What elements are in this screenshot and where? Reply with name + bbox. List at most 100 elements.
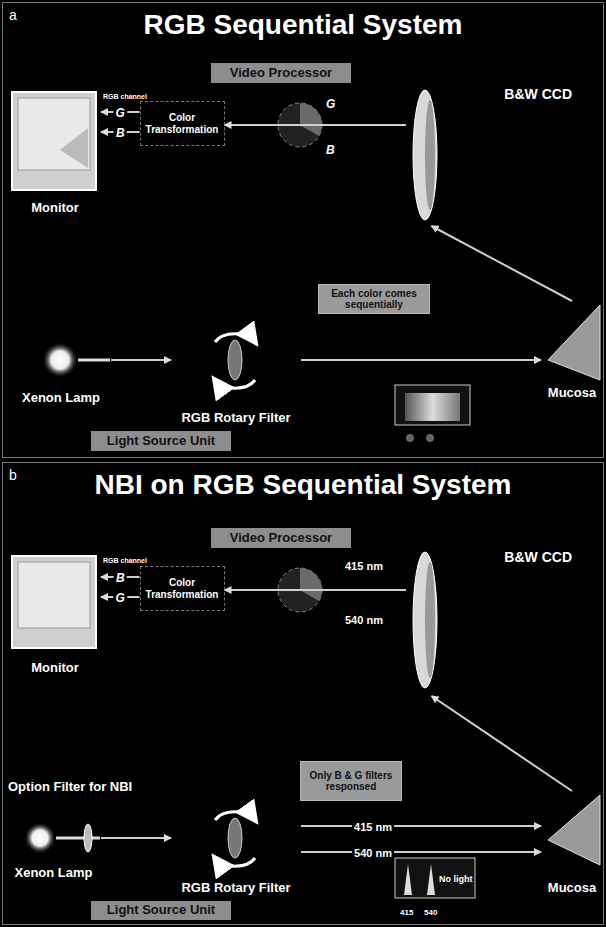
component: Monitor xyxy=(9,89,101,216)
xenon-lamp xyxy=(42,342,78,378)
panel-title: NBI on RGB Sequential System xyxy=(95,469,512,500)
xenon-lamp xyxy=(24,822,56,854)
rotation-arrow xyxy=(215,858,255,866)
wavelength-label: 540 nm xyxy=(345,614,383,626)
component-label: RGB Rotary Filter xyxy=(181,411,290,426)
component-label: Each color comes sequentially xyxy=(323,288,425,311)
spectrum-peak xyxy=(427,864,435,895)
diagram-panel: b NBI on RGB Sequential SystemVideo Proce… xyxy=(2,462,604,925)
connector xyxy=(301,825,541,827)
component-label: Xenon Lamp xyxy=(22,391,100,406)
wavelength-label-wrap: 415 nm xyxy=(345,556,383,574)
filter-label-wrap: Option Filter for NBI xyxy=(8,777,132,795)
panel-title: RGB Sequential System xyxy=(144,9,463,40)
wavelength-tick-wrap: 540 xyxy=(424,901,437,919)
channel-label-wrap: RGB channel xyxy=(103,85,147,103)
indicator-dot xyxy=(426,434,434,442)
section-label: Video Processor xyxy=(230,531,332,546)
process-box: Color Transformation xyxy=(140,566,225,611)
component: Mucosa xyxy=(541,791,603,896)
sensor-component: B&W CCD xyxy=(406,549,576,696)
channel-label-wrap: RGB channel xyxy=(103,549,147,567)
lamp-beam xyxy=(56,837,100,840)
component-label: Color Transformation xyxy=(145,112,220,135)
wavelength-label: 415 nm xyxy=(345,560,383,572)
connector xyxy=(432,226,573,301)
connector xyxy=(101,837,171,839)
process-box: Only B & G filters responsed xyxy=(300,761,402,801)
component: Xenon Lamp xyxy=(11,341,111,406)
component-label: Only B & G filters responsed xyxy=(305,770,397,793)
component-label: Mucosa xyxy=(548,386,596,401)
connector-label: G xyxy=(116,591,125,605)
panel-letter-wrap: a xyxy=(9,6,17,24)
monitor-screen xyxy=(12,556,96,648)
section-band: Video Processor xyxy=(211,528,351,548)
spectrum-peak xyxy=(404,864,412,895)
process-box: Each color comes sequentially xyxy=(318,284,430,314)
rotary-filter xyxy=(228,818,242,858)
channel-label: RGB channel xyxy=(103,93,147,100)
panel-title-wrap: RGB Sequential System xyxy=(3,9,603,41)
spectrum-note-wrap: No light xyxy=(439,868,473,886)
connector xyxy=(301,359,541,361)
connector xyxy=(225,124,407,126)
section-label: Light Source Unit xyxy=(107,903,215,918)
connector-label-wrap: 415 nm xyxy=(352,817,394,835)
connector-label-wrap: 540 nm xyxy=(352,843,394,861)
component-label: Mucosa xyxy=(548,881,596,896)
component: Xenon Lamp xyxy=(6,816,101,881)
mucosa-tissue xyxy=(548,795,600,865)
ccd-sensor xyxy=(413,552,437,688)
connector xyxy=(432,696,573,791)
panel-letter: a xyxy=(9,7,17,23)
section-label: Light Source Unit xyxy=(107,434,215,449)
wheel-segment xyxy=(300,103,322,136)
wavelength-tick-wrap: 415 xyxy=(400,901,413,919)
spectrum-inset xyxy=(395,385,470,425)
component-label: Color Transformation xyxy=(145,577,220,600)
section-band: Video Processor xyxy=(211,63,351,83)
monitor-screen xyxy=(12,92,96,190)
filter-label: Option Filter for NBI xyxy=(8,779,132,794)
wavelength-tick: 415 xyxy=(400,908,413,917)
section-band: Light Source Unit xyxy=(91,431,231,451)
indicator-dot xyxy=(406,434,414,442)
rotation-arrow xyxy=(215,334,255,342)
ccd-sensor xyxy=(413,90,437,220)
sensor-component: B&W CCD xyxy=(406,86,576,226)
connector-label: B xyxy=(116,126,125,140)
component: Monitor xyxy=(9,553,101,676)
spectrum-band xyxy=(405,393,460,421)
color-letter-wrap: G xyxy=(326,94,335,112)
connector-label-wrap: G xyxy=(114,588,127,606)
component-label: Monitor xyxy=(31,201,79,216)
component-label: Xenon Lamp xyxy=(14,866,92,881)
nbi-option-filter xyxy=(84,824,92,852)
connector xyxy=(111,359,171,361)
color-letter: B xyxy=(326,143,335,157)
process-box: Color Transformation xyxy=(140,101,225,146)
rotation-arrow xyxy=(215,380,255,388)
connector-label-wrap: G xyxy=(114,103,127,121)
ccd-face xyxy=(425,562,435,678)
component-label: Monitor xyxy=(31,661,79,676)
lamp-beam xyxy=(78,359,110,362)
spectrum-note: No light xyxy=(439,874,473,884)
monitor-display xyxy=(18,98,90,170)
connector xyxy=(301,851,541,853)
diagram-panel: a RGB Sequential SystemVideo ProcessorMon… xyxy=(2,2,604,458)
component-label: B&W CCD xyxy=(504,549,572,565)
wheel-segment xyxy=(300,568,322,601)
panel-letter-wrap: b xyxy=(9,466,17,484)
wavelength-tick: 540 xyxy=(424,908,437,917)
connector-label: B xyxy=(116,571,125,585)
color-letter: G xyxy=(326,97,335,111)
component-label: B&W CCD xyxy=(504,86,572,102)
panel-letter: b xyxy=(9,467,17,483)
connector-label: 540 nm xyxy=(354,847,392,859)
component-label: RGB Rotary Filter xyxy=(181,881,290,896)
connector-label: G xyxy=(116,106,125,120)
rotary-filter xyxy=(228,340,242,380)
